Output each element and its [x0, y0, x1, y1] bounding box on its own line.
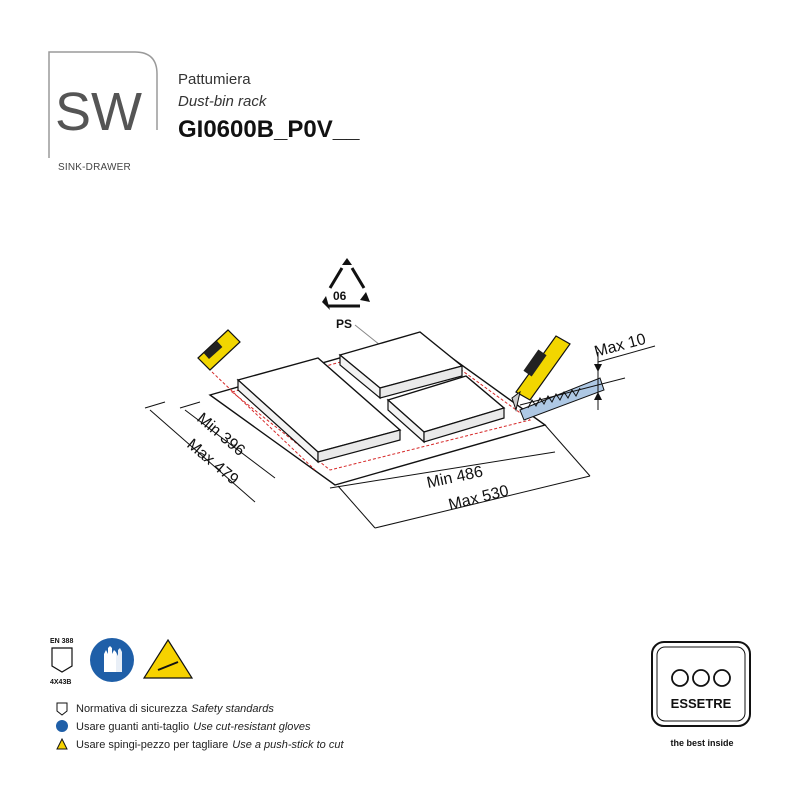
logo-letters: SW [55, 82, 142, 142]
logo-subtitle: SINK-DRAWER [58, 162, 131, 173]
product-name-en: Dust-bin rack [178, 93, 267, 110]
product-code: GI0600B_P0V__ [178, 116, 360, 143]
essetre-logo: ESSETRE [650, 640, 752, 728]
warning-icon [56, 737, 70, 752]
saw-blade-icon [519, 377, 626, 421]
bin-small-right [386, 375, 506, 444]
legend-text-it: Usare spingi-pezzo per tagliare [76, 739, 229, 751]
bin-small-top [338, 331, 464, 400]
dimension-thickness: Max 10 [593, 331, 656, 410]
bin-large [236, 357, 402, 464]
cutter-knife-left-icon [197, 329, 316, 471]
legend-text-it: Normativa di sicurezza [76, 703, 188, 715]
legend-row: Usare spingi-pezzo per tagliare Use a pu… [56, 736, 344, 754]
legend-text-en: Safety standards [191, 703, 274, 715]
dim-max-thickness: Max 10 [593, 331, 648, 361]
gloves-icon [90, 638, 134, 682]
sw-logo: SW [47, 50, 159, 160]
safety-icons: EN 388 4X43B [48, 634, 198, 686]
recycle-material: PS [336, 317, 352, 331]
manufacturer-name: ESSETRE [671, 696, 732, 711]
gloves-icon [56, 720, 70, 734]
legend-row: Usare guanti anti-taglio Use cut-resista… [56, 718, 344, 736]
product-name-it: Pattumiera [178, 71, 251, 88]
legend-row: Normativa di sicurezza Safety standards [56, 700, 344, 718]
warning-icon [142, 638, 194, 679]
legend-text-it: Usare guanti anti-taglio [76, 721, 190, 733]
en388-rating: 4X43B [50, 679, 71, 686]
legend-text-en: Use cut-resistant gloves [193, 721, 311, 733]
recycle-icon: 06 PS [322, 258, 370, 331]
legend-text-en: Use a push-stick to cut [232, 739, 344, 751]
recycle-number: 06 [333, 289, 347, 303]
cutter-knife-right-icon [511, 335, 571, 412]
standard-icon [56, 702, 70, 716]
dimension-depth: Min 396 Max 479 [144, 401, 276, 503]
dust-bin-rack [208, 331, 547, 486]
safety-legend: Normativa di sicurezza Safety standards … [56, 700, 344, 754]
en388-label: EN 388 [50, 638, 73, 645]
dim-max-width: Max 530 [447, 483, 511, 514]
recycle-leader [354, 324, 381, 346]
en388-badge-icon: EN 388 4X43B [50, 638, 73, 686]
manufacturer-tagline: the best inside [670, 738, 734, 748]
